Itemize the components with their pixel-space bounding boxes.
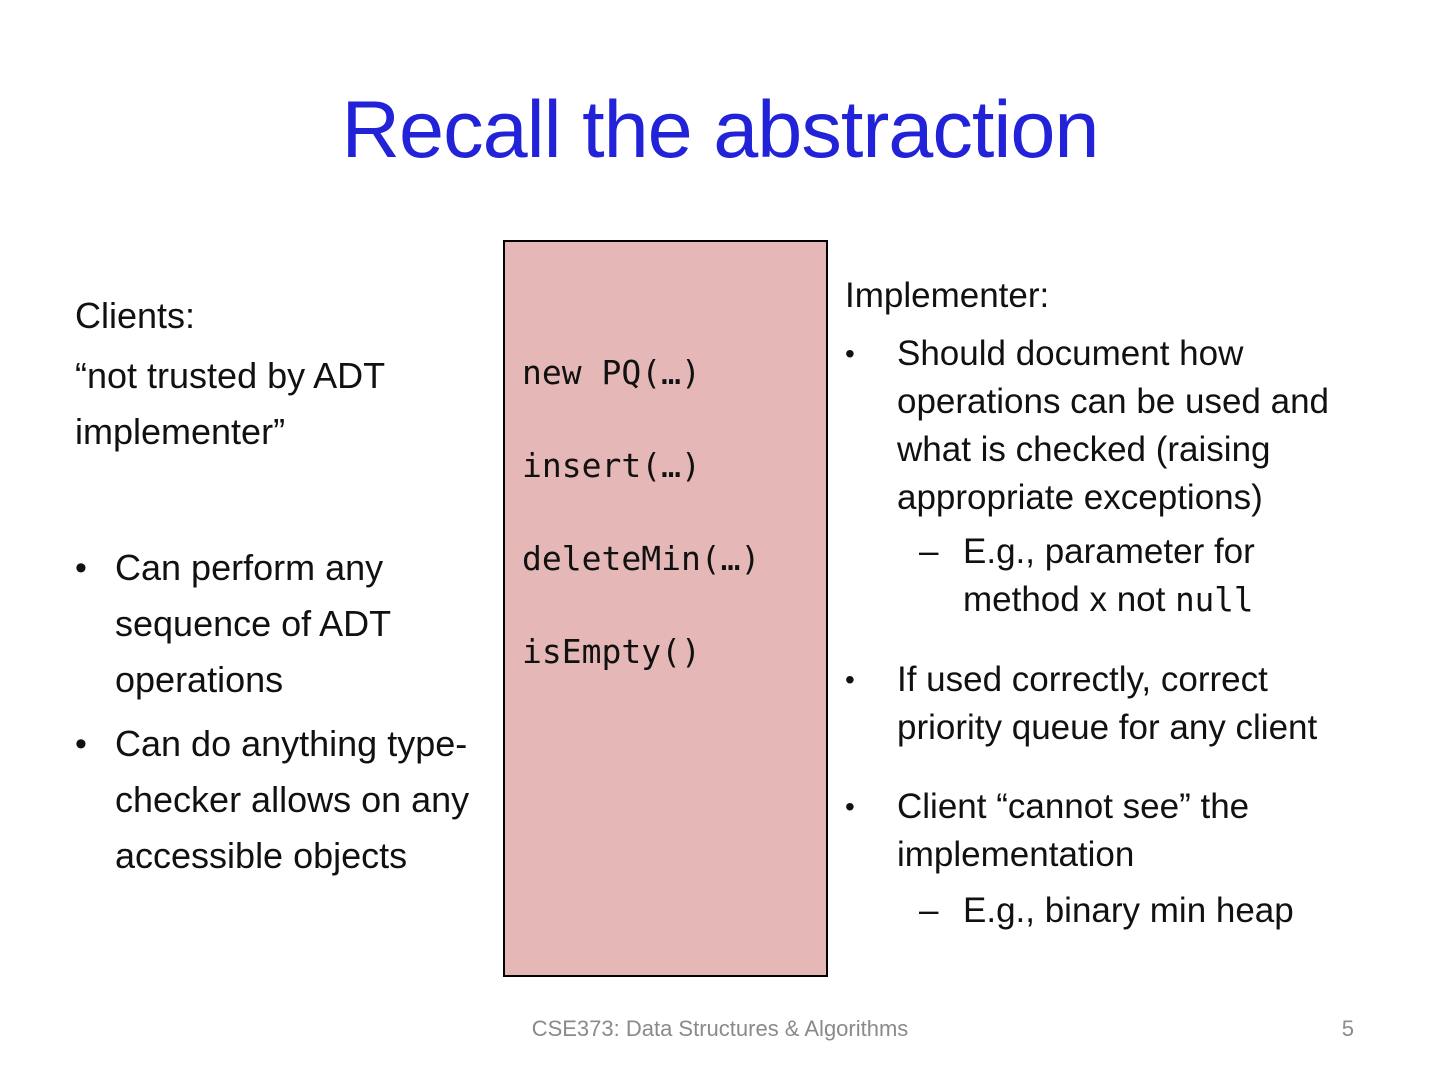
slide-title: Recall the abstraction bbox=[341, 85, 1100, 175]
clients-bullet-item-2: • Can do anything type-checker allows on… bbox=[75, 716, 515, 884]
implementer-bullet-text-2: If used correctly, correct priority queu… bbox=[897, 660, 1318, 747]
implementer-bullet-item-2: • If used correctly, correct priority qu… bbox=[845, 656, 1385, 752]
implementer-bullet-text-3: Client “cannot see” the implementation bbox=[897, 787, 1250, 874]
implementer-sub-text-1-prefix: E.g., parameter for method x not bbox=[963, 532, 1255, 619]
clients-bullet-text-1: Can perform any sequence of ADT operatio… bbox=[115, 547, 391, 700]
null-code-literal: null bbox=[1175, 581, 1254, 619]
clients-heading: Clients: bbox=[75, 295, 196, 336]
clients-quote: “not trusted by ADT implementer” bbox=[75, 355, 385, 452]
footer-page-number: 5 bbox=[1341, 1016, 1354, 1041]
implementer-sub-item-2: – E.g., binary min heap bbox=[919, 887, 1385, 935]
dash-icon: – bbox=[919, 891, 939, 930]
footer-course-label: CSE373: Data Structures & Algorithms bbox=[531, 1016, 909, 1041]
implementer-sub-text-1: E.g., parameter for method x not null bbox=[963, 528, 1329, 624]
clients-bullet-item-1: • Can perform any sequence of ADT operat… bbox=[75, 540, 515, 708]
adt-op-isempty: isEmpty() bbox=[522, 632, 701, 671]
dash-icon: – bbox=[919, 532, 939, 571]
implementer-sub-item-1: – E.g., parameter for method x not null bbox=[919, 528, 1385, 624]
clients-bullet-list: • Can perform any sequence of ADT operat… bbox=[75, 540, 515, 884]
implementer-bullet-item-3: • Client “cannot see” the implementation bbox=[845, 783, 1385, 879]
implementer-bullet-item-1: • Should document how operations can be … bbox=[845, 330, 1385, 522]
implementer-heading: Implementer: bbox=[845, 276, 1050, 315]
bullet-icon: • bbox=[845, 338, 855, 369]
clients-bullet-text-2: Can do anything type-checker allows on a… bbox=[115, 723, 470, 876]
implementer-sub-text-2: E.g., binary min heap bbox=[963, 891, 1294, 930]
adt-op-new-pq: new PQ(…) bbox=[522, 353, 701, 392]
clients-section: Clients: “not trusted by ADT implementer… bbox=[75, 288, 515, 884]
implementer-bullet-text-1: Should document how operations can be us… bbox=[897, 334, 1329, 517]
adt-operations-box: new PQ(…) insert(…) deleteMin(…) isEmpty… bbox=[503, 240, 828, 977]
adt-op-deletemin: deleteMin(…) bbox=[522, 539, 761, 578]
bullet-icon: • bbox=[845, 664, 855, 695]
implementer-section: Implementer: • Should document how opera… bbox=[845, 272, 1385, 935]
bullet-icon: • bbox=[75, 725, 87, 763]
bullet-icon: • bbox=[75, 549, 87, 587]
bullet-icon: • bbox=[845, 791, 855, 822]
adt-op-insert: insert(…) bbox=[522, 446, 701, 485]
